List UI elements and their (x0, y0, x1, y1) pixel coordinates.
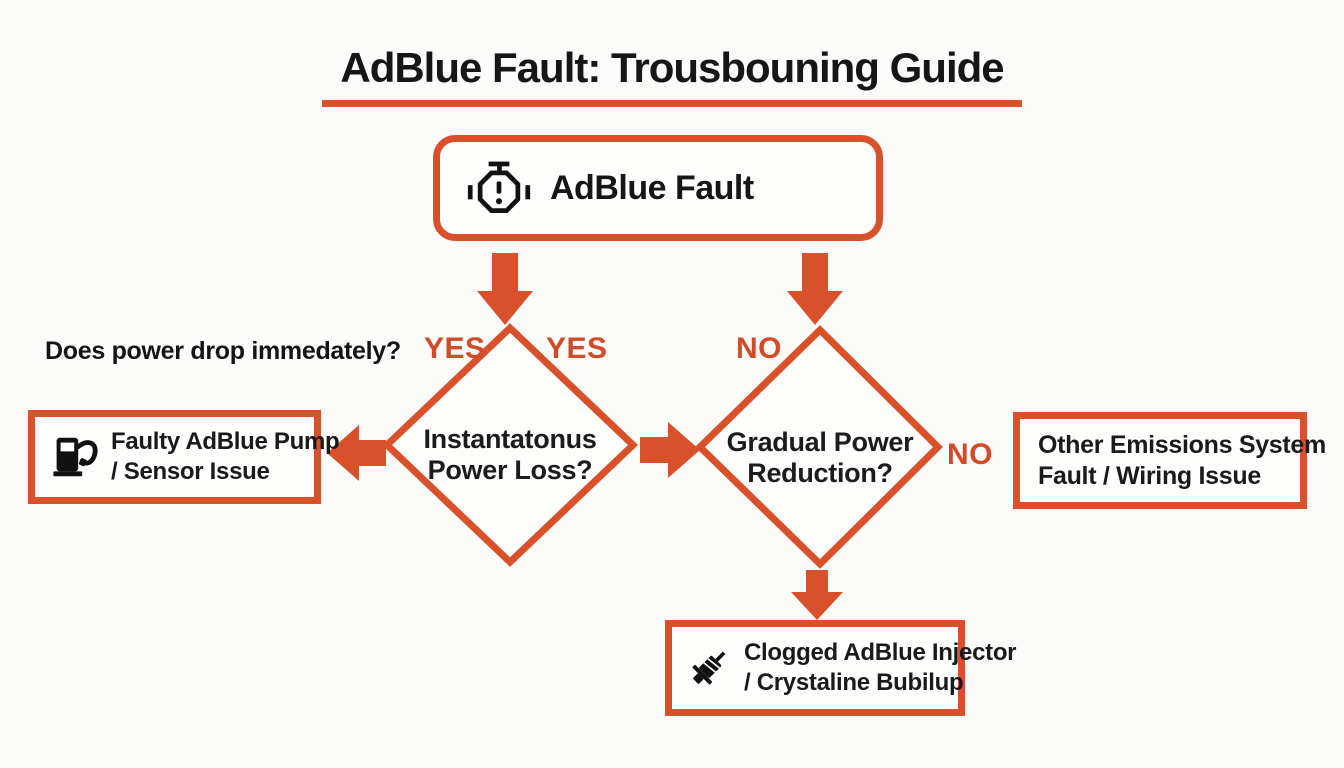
decision-text-instant-power-loss: Instantatonus Power Loss? (388, 424, 632, 486)
root-node-adblue-fault: AdBlue Fault (433, 135, 883, 241)
outcome-node-injector: Clogged AdBlue Injector / Crystaline Bub… (665, 620, 1017, 716)
branch-label-yes-right: YES (546, 332, 608, 365)
title-underline (322, 100, 1022, 107)
outcome-line: Other Emissions System (1038, 430, 1326, 459)
arrow-left-decision-to-right-decision (640, 422, 700, 478)
arrow-root-to-right-decision (787, 253, 843, 325)
outcome-line: / Sensor Issue (111, 458, 270, 485)
header: AdBlue Fault: Trousbouning Guide (0, 44, 1344, 107)
fuel-pump-icon (51, 433, 99, 481)
outcome-node-wiring: Other Emissions System Fault / Wiring Is… (1013, 412, 1326, 509)
outcome-line: Fault / Wiring Issue (1038, 461, 1261, 490)
decision-text-gradual-power-reduction: Gradual Power Reduction? (698, 427, 942, 489)
outcome-node-pump: Faulty AdBlue Pump / Sensor Issue (28, 410, 340, 504)
page-title: AdBlue Fault: Trousbouning Guide (340, 44, 1004, 91)
outcome-line: Clogged AdBlue Injector (744, 639, 1017, 666)
outcome-text-injector: Clogged AdBlue Injector / Crystaline Bub… (744, 638, 1017, 698)
decision-line: Reduction? (747, 458, 893, 488)
branch-label-no-right: NO (947, 438, 993, 471)
branch-label-no-top: NO (736, 332, 782, 365)
branch-label-yes-left: YES (424, 332, 486, 365)
adblue-warning-lamp-icon (466, 159, 532, 217)
arrow-right-decision-to-injector-outcome (791, 570, 843, 620)
root-node-label: AdBlue Fault (550, 168, 754, 207)
decision-line: Instantatonus (423, 424, 597, 454)
outcome-line: Faulty AdBlue Pump (111, 428, 340, 455)
outcome-line: / Crystaline Bubilup (744, 669, 964, 696)
question-label: Does power drop immedately? (45, 337, 401, 365)
injector-icon (686, 645, 732, 691)
outcome-text-pump: Faulty AdBlue Pump / Sensor Issue (111, 427, 340, 487)
outcome-text-wiring: Other Emissions System Fault / Wiring Is… (1038, 430, 1326, 492)
arrow-root-to-left-decision (477, 253, 533, 325)
decision-line: Gradual Power (726, 427, 914, 457)
decision-line: Power Loss? (427, 455, 593, 485)
